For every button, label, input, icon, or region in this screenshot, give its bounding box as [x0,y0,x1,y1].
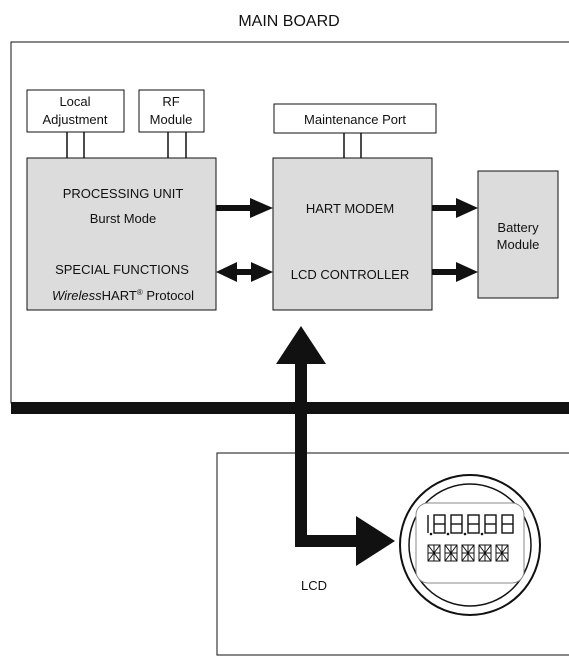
connector-maintenance-port [343,133,362,158]
lcd-alphanumeric-characters [427,544,509,562]
battery-module-label-line1: Battery [497,220,539,235]
lcd-controller-label: LCD CONTROLLER [291,267,409,282]
hart-modem-label: HART MODEM [306,201,394,216]
battery-module-block [477,170,559,299]
rf-module-label-line1: RF [162,94,179,109]
bus-arrow-to-lcd-display [295,516,395,566]
main-bus-bar [11,402,569,414]
local-adjustment-label-line1: Local [59,94,90,109]
diagram-title: MAIN BOARD [238,13,339,30]
processing-unit-label: PROCESSING UNIT [63,186,184,201]
rf-module-label-line2: Module [150,112,193,127]
local-adjustment-label-line2: Adjustment [42,112,107,127]
battery-module-label-line2: Module [497,237,540,252]
lcd-panel-outline [216,452,569,656]
double-arrow-processing-lcd-controller [216,262,273,282]
arrow-lcd-controller-to-battery [432,262,478,282]
maintenance-port-box [273,103,437,134]
protocol-registered-mark: ® [137,288,143,297]
arrow-processing-to-hart-modem [216,198,273,218]
local-adjustment-box [26,89,125,133]
maintenance-port-label: Maintenance Port [304,112,406,127]
protocol-tail-part: Protocol [143,288,194,303]
special-functions-label: SPECIAL FUNCTIONS [55,262,189,277]
lcd-numeric-digits [427,514,514,534]
connector-local-adjustment [66,132,85,158]
wirelesshart-protocol-label: WirelessHART® Protocol [52,288,194,303]
arrow-hart-modem-to-battery [432,198,478,218]
connector-rf-module [167,132,187,158]
processing-unit-block [26,157,217,311]
rf-module-box [138,89,205,133]
lcd-label: LCD [301,578,327,593]
lcd-decimal-points [429,532,484,536]
lcd-display [399,474,541,616]
hart-modem-lcd-controller-block [272,157,433,311]
protocol-italic-part: Wireless [52,288,102,303]
vertical-bus-arrow-to-lcd-controller [276,326,326,547]
burst-mode-label: Burst Mode [90,211,156,226]
protocol-hart-part: HART [102,288,137,303]
